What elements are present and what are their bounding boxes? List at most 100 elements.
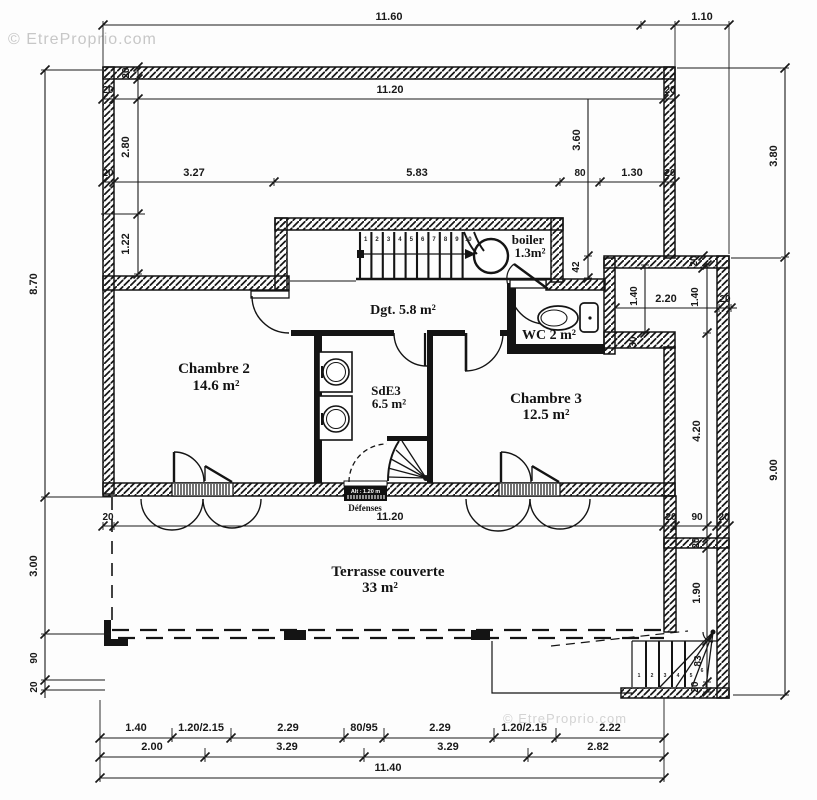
room-boiler-name: boiler <box>512 232 545 247</box>
window-sill-note: Alt : 1.20 m <box>351 489 380 495</box>
terrace <box>104 497 664 694</box>
stair-upper-shape <box>357 250 364 258</box>
dim-left-90: 90 <box>29 652 40 664</box>
tread-number: 9 <box>455 237 459 243</box>
stair-sde3-winder-shape <box>395 449 427 479</box>
window-badge: Alt : 1.20 m Défenses <box>343 480 388 513</box>
wall-extension-left <box>663 495 677 633</box>
tread-number: 3 <box>664 673 667 679</box>
wall-annex-bottom <box>603 331 676 349</box>
partition-sde3-chambre3 <box>427 333 433 483</box>
dim-rightinner-83: 83 <box>693 655 704 667</box>
dim-right-380: 3.80 <box>768 145 780 166</box>
partition-sde3-left <box>314 334 322 483</box>
dim-innertop-20r: 20 <box>664 85 676 96</box>
dim-innertop-20l: 20 <box>102 85 114 96</box>
door-chambre2-leaf <box>250 290 290 299</box>
washer-2-shape <box>318 395 353 441</box>
door-boiler-arc <box>506 263 515 287</box>
washer-1-shape <box>318 351 353 393</box>
tread-number: 5 <box>410 237 414 243</box>
walls-partition <box>291 283 605 483</box>
doors <box>250 263 549 483</box>
frenchdoor-chambre3-shape <box>531 464 560 484</box>
dim-row1-0: 1.40 <box>125 722 146 734</box>
room-labels: Chambre 2 14.6 m² Dgt. 5.8 m² SdE3 6.5 m… <box>178 232 582 596</box>
tread-number: 10 <box>465 237 472 243</box>
door-stairbox-arc <box>348 443 388 483</box>
dim-rightinner-420: 4.20 <box>691 420 703 441</box>
dim-row1-6: 2.22 <box>599 722 620 734</box>
dim-innermid-20l: 20 <box>102 168 114 179</box>
tread-number: 2 <box>375 237 379 243</box>
washer-1-shape <box>326 362 346 382</box>
tread-number: 4 <box>677 673 680 679</box>
dim-row1-5: 1.20/2.15 <box>501 722 547 734</box>
dimension-ticks <box>39 19 791 784</box>
wall-right-outer <box>716 255 730 699</box>
wall-extension-bottom <box>620 687 730 699</box>
dim-top-110: 1.10 <box>691 11 712 23</box>
wall-passage-cross <box>663 537 730 549</box>
dim-bottominner-20b: 20 <box>718 512 730 523</box>
dim-leftinner-20: 20 <box>121 67 132 79</box>
frenchdoor-chambre3-shape <box>465 498 531 532</box>
dim-left-20: 20 <box>29 681 40 693</box>
dim-annex-20: 20 <box>719 294 731 305</box>
dim-row1-2: 2.29 <box>277 722 298 734</box>
wall-top <box>102 66 676 80</box>
washer-2-shape <box>326 409 346 429</box>
tread-number: 2 <box>651 673 654 679</box>
dim-rightinner-20b: 20 <box>690 681 701 693</box>
room-wc-label: WC 2 m² <box>522 328 576 343</box>
partition-stairbox-top <box>387 436 428 441</box>
toilet-shape <box>540 309 568 327</box>
tread-number: 4 <box>398 237 402 243</box>
dim-row2-0: 2.00 <box>141 741 162 753</box>
window-badge-shape <box>347 495 385 499</box>
room-terrasse-area: 33 m² <box>362 580 398 596</box>
partition-dgt-south-2 <box>427 330 465 336</box>
watermark-top-left: © EtreProprio.com <box>8 31 157 48</box>
dim-row2-2: 3.29 <box>437 741 458 753</box>
wall-chambre3-right <box>663 346 676 497</box>
room-dgt-label: Dgt. 5.8 m² <box>370 303 436 318</box>
door-sde3-arc <box>393 332 428 367</box>
dim-innertop-1120: 11.20 <box>377 84 404 96</box>
room-boiler-area: 1.3m² <box>515 245 546 260</box>
dim-innermid-130: 1.30 <box>621 167 642 179</box>
room-sde3-name: SdE3 <box>371 383 401 398</box>
dim-rightinner-190: 1.90 <box>691 582 703 603</box>
stair-sde3-winder-shape <box>387 467 427 479</box>
dim-innermid-20r: 20 <box>664 168 676 179</box>
dim-bottominner-1120: 11.20 <box>377 511 404 523</box>
dim-annex-220: 2.20 <box>655 293 676 305</box>
dim-row1-4: 2.29 <box>429 722 450 734</box>
partition-dgt-south-3 <box>500 330 510 336</box>
dim-row1-3: 80/95 <box>350 722 378 734</box>
terrace-corner-post <box>104 620 128 646</box>
dim-360: 3.60 <box>571 129 583 150</box>
tread-number: 6 <box>701 668 704 674</box>
walls-hatched <box>102 66 730 699</box>
tread-number: 3 <box>387 237 391 243</box>
wall-stair-right <box>550 217 564 283</box>
dim-right-900: 9.00 <box>768 459 780 480</box>
dim-left-300: 3.00 <box>28 555 40 576</box>
dim-leftinner-280: 2.80 <box>120 136 132 157</box>
stair-lower-shape <box>645 641 686 687</box>
tread-number: 8 <box>444 237 448 243</box>
toilet-shape <box>588 316 592 320</box>
dim-rightinner-20a: 20 <box>691 537 702 549</box>
dim-row1-1: 1.20/2.15 <box>178 722 224 734</box>
dim-rightinner-140: 1.40 <box>690 287 701 307</box>
tread-number: 1 <box>364 237 368 243</box>
window-badge-shape <box>343 480 388 487</box>
room-chambre2-name: Chambre 2 <box>178 361 250 377</box>
frenchdoor-chambre2-shape <box>140 498 204 531</box>
stair-upper-shape <box>473 231 485 252</box>
tread-number: 5 <box>690 673 693 679</box>
ground-floor-outline <box>491 641 632 694</box>
